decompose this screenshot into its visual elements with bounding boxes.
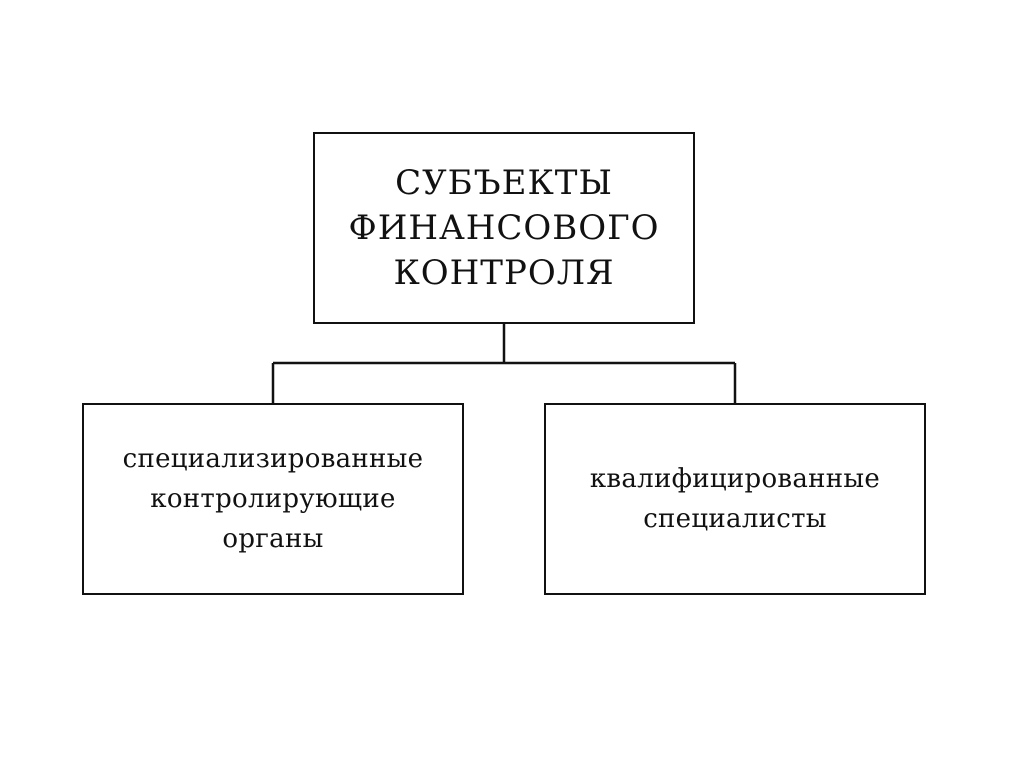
root-node-box: СУБЪЕКТЫ ФИНАНСОВОГО КОНТРОЛЯ xyxy=(313,132,695,324)
child-node-label: квалифицированные специалисты xyxy=(590,459,880,539)
child-node-qualified-specialists: квалифицированные специалисты xyxy=(544,403,926,595)
root-node-label: СУБЪЕКТЫ ФИНАНСОВОГО КОНТРОЛЯ xyxy=(348,161,659,296)
child-right-line-2: специалисты xyxy=(643,504,827,534)
child-node-label: специализированные контролирующие органы xyxy=(123,439,424,559)
child-node-specialized-bodies: специализированные контролирующие органы xyxy=(82,403,464,595)
child-left-line-3: органы xyxy=(222,524,324,554)
root-label-line-2: ФИНАНСОВОГО xyxy=(348,207,660,248)
root-label-line-3: КОНТРОЛЯ xyxy=(393,252,615,293)
child-right-line-1: квалифицированные xyxy=(589,464,881,494)
child-left-line-2: контролирующие xyxy=(150,484,396,514)
child-left-line-1: специализированные xyxy=(122,444,424,474)
root-label-line-1: СУБЪЕКТЫ xyxy=(395,162,613,203)
